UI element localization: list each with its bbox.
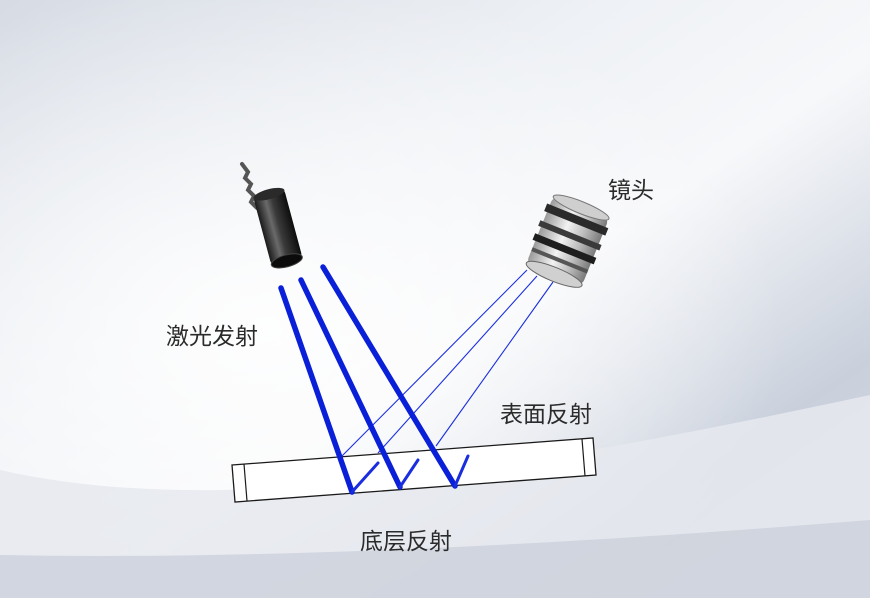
laser-body xyxy=(254,189,302,265)
sample-plate xyxy=(231,437,597,503)
laser-beam xyxy=(278,285,355,495)
plate-body xyxy=(231,437,597,503)
surface-reflection-label: 表面反射 xyxy=(500,402,592,428)
laser-beams xyxy=(278,264,458,495)
lens-ring-3 xyxy=(532,233,597,265)
bottom-reflections xyxy=(350,454,470,494)
bottom-reflection-stroke xyxy=(398,458,420,489)
plate-edge-right xyxy=(581,438,586,477)
laser-cable xyxy=(240,162,259,210)
lens-ring-1 xyxy=(544,203,609,236)
bottom-reflection-stroke xyxy=(350,461,380,494)
bottom-reflection-stroke xyxy=(453,454,470,488)
lens-ring-4 xyxy=(531,247,589,274)
background-swoosh-dark xyxy=(0,520,870,598)
laser-emission-label: 激光发射 xyxy=(166,324,258,350)
reflection-line xyxy=(435,281,554,447)
camera-lens-icon xyxy=(525,194,610,288)
lens-glass xyxy=(525,260,583,288)
laser-aperture xyxy=(270,253,303,269)
plate-edge-left xyxy=(243,463,248,502)
lens-body xyxy=(528,198,608,284)
laser-beam xyxy=(298,277,403,490)
laser-beam xyxy=(320,264,458,489)
lens-label: 镜头 xyxy=(608,178,654,204)
bottom-reflection-label: 底层反射 xyxy=(360,529,452,555)
laser-top-cap xyxy=(253,187,285,201)
laser-emitter-icon xyxy=(240,162,303,269)
reflection-line xyxy=(377,275,538,454)
lens-ring-2 xyxy=(538,220,602,251)
lens-top xyxy=(552,194,610,221)
